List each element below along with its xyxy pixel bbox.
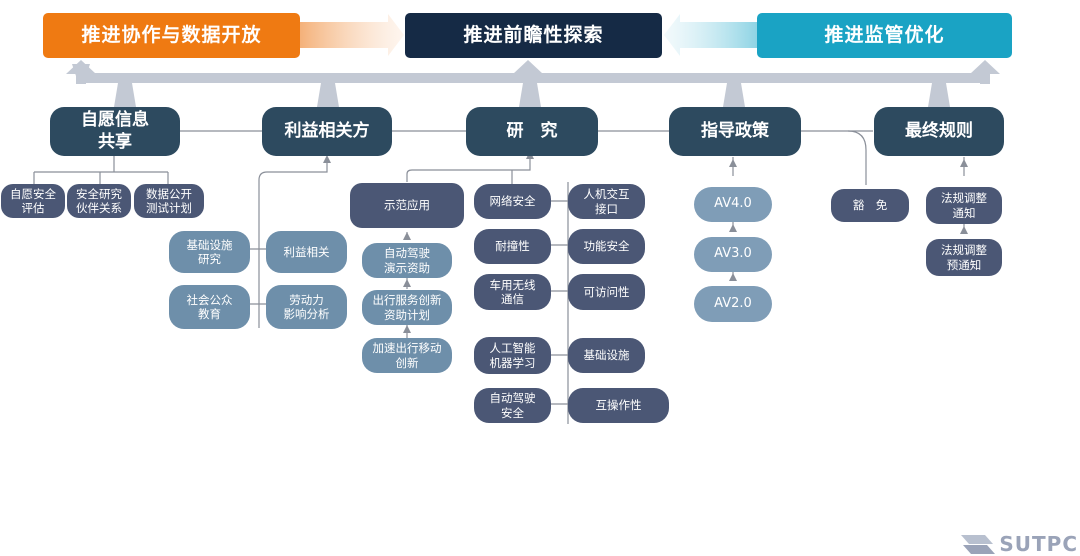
av-4-0: AV4.0: [694, 187, 772, 222]
research-crashworthiness: 耐撞性: [474, 229, 551, 264]
research-hmi: 人机交互 接口: [568, 184, 645, 219]
node-stakeholders: 利益相关方: [262, 107, 392, 156]
rules-exemption: 豁 免: [831, 189, 909, 222]
research-accessibility: 可访问性: [568, 274, 645, 310]
goal-forward-exploration: 推进前瞻性探索: [405, 13, 662, 58]
voluntary-safety-assessment: 自愿安全 评估: [1, 184, 65, 218]
safety-research-partnership: 安全研究 伙伴关系: [67, 184, 131, 218]
av-2-0: AV2.0: [694, 286, 772, 322]
workforce-impact-analysis: 劳动力 影响分析: [266, 285, 347, 329]
public-education: 社会公众 教育: [169, 285, 250, 329]
bracket-arrows: [66, 60, 1000, 107]
demo-accelerate-mobility: 加速出行移动 创新: [362, 338, 452, 373]
sutpc-logo: SUTPC: [961, 532, 1078, 556]
flow-arrow-left: [300, 14, 404, 56]
research-v2x-communication: 车用无线 通信: [474, 274, 551, 310]
sutpc-logo-mark: [961, 535, 996, 554]
node-research: 研 究: [466, 107, 598, 156]
research-cybersecurity: 网络安全: [474, 184, 551, 219]
research-functional-safety: 功能安全: [568, 229, 645, 264]
research-infrastructure: 基础设施: [568, 338, 645, 373]
demo-mobility-innovation-funding: 出行服务创新 资助计划: [362, 290, 452, 325]
node-guidance-policy: 指导政策: [669, 107, 801, 156]
flow-arrow-right: [664, 14, 760, 56]
goal-collaboration-data: 推进协作与数据开放: [43, 13, 300, 58]
stakeholder-relations: 利益相关: [266, 231, 347, 273]
sutpc-logo-text: SUTPC: [999, 532, 1078, 556]
demo-application: 示范应用: [350, 183, 464, 228]
research-ai-ml: 人工智能 机器学习: [474, 337, 551, 374]
rules-adjustment-notice: 法规调整 通知: [926, 187, 1002, 224]
av-3-0: AV3.0: [694, 237, 772, 272]
open-data-testing-plan: 数据公开 测试计划: [134, 184, 204, 218]
goal-regulatory-optimization: 推进监管优化: [757, 13, 1012, 58]
node-voluntary-sharing: 自愿信息 共享: [50, 107, 180, 156]
node-final-rules: 最终规则: [874, 107, 1004, 156]
rules-adjustment-pre-notice: 法规调整 预通知: [926, 239, 1002, 276]
research-av-safety: 自动驾驶 安全: [474, 388, 551, 423]
research-interoperability: 互操作性: [568, 388, 669, 423]
infrastructure-research: 基础设施 研究: [169, 231, 250, 273]
demo-av-funding: 自动驾驶 演示资助: [362, 243, 452, 278]
